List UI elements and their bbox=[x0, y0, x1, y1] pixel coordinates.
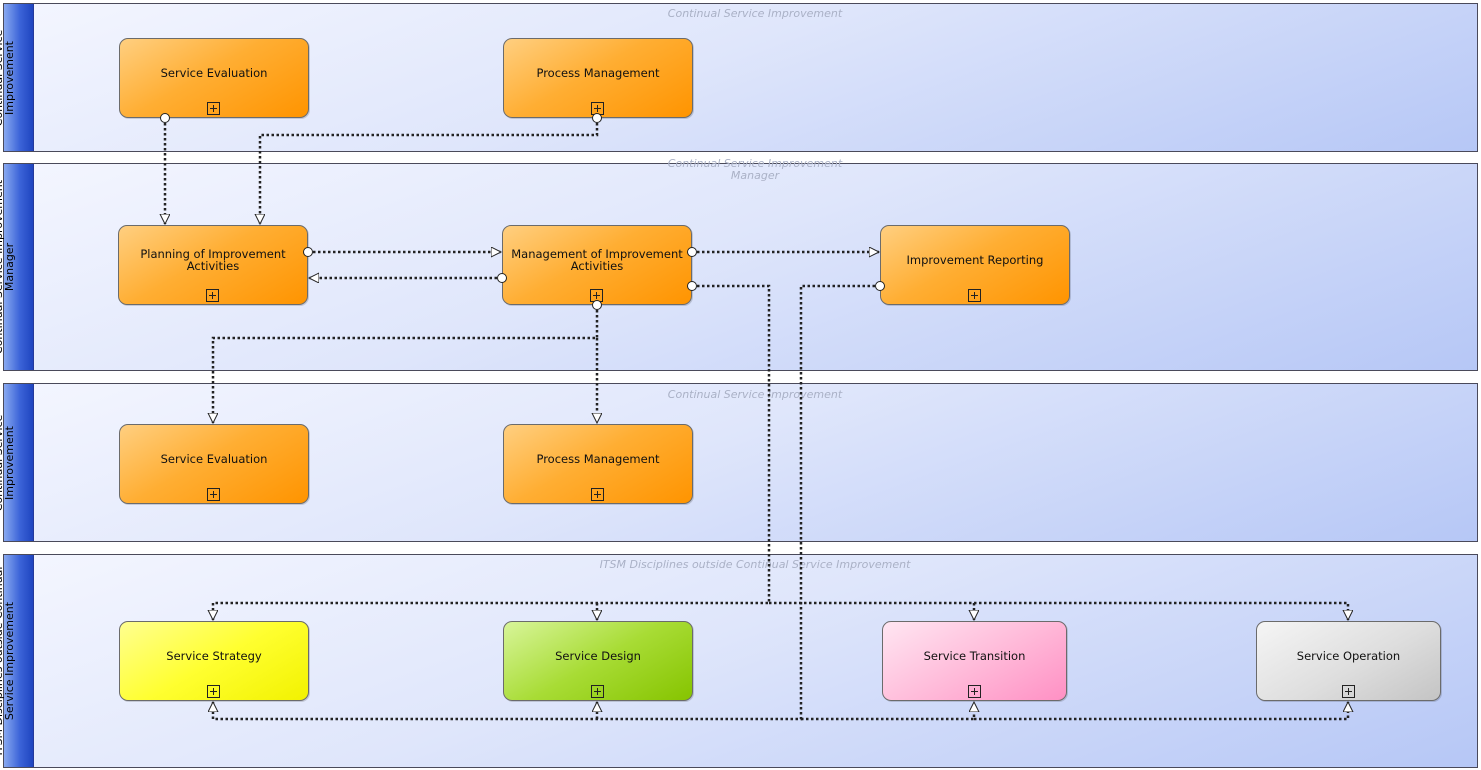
node-label: Improvement Reporting bbox=[906, 253, 1044, 267]
node-label: Service Design bbox=[555, 649, 641, 663]
service-evaluation-node[interactable]: Service Evaluation bbox=[119, 424, 309, 504]
service-transition-node[interactable]: Service Transition bbox=[882, 621, 1067, 701]
service-operation-node[interactable]: Service Operation bbox=[1256, 621, 1441, 701]
expand-icon[interactable] bbox=[591, 102, 604, 115]
lane-header-label: Continual Service Improvement bbox=[0, 414, 16, 511]
process-management-node[interactable]: Process Management bbox=[503, 424, 693, 504]
node-label: Process Management bbox=[536, 452, 660, 466]
expand-icon[interactable] bbox=[207, 488, 220, 501]
expand-icon[interactable] bbox=[207, 685, 220, 698]
planning-of-improvement-activities-node[interactable]: Planning of Improvement Activities bbox=[118, 225, 308, 305]
node-label: Service Strategy bbox=[166, 649, 262, 663]
lane-header: Continual Service Improvement Manager bbox=[0, 164, 34, 370]
lane-header-label: ITSM Disciplines outside Continual Servi… bbox=[0, 566, 16, 756]
expand-icon[interactable] bbox=[968, 289, 981, 302]
management-of-improvement-activities-node[interactable]: Management of Improvement Activities bbox=[502, 225, 692, 305]
expand-icon[interactable] bbox=[207, 102, 220, 115]
lane-header-label: Continual Service Improvement Manager bbox=[0, 179, 16, 355]
expand-icon[interactable] bbox=[206, 289, 219, 302]
service-design-node[interactable]: Service Design bbox=[503, 621, 693, 701]
node-label: Service Evaluation bbox=[160, 66, 268, 80]
lane-header: ITSM Disciplines outside Continual Servi… bbox=[0, 555, 34, 767]
node-label: Management of Improvement Activities bbox=[511, 247, 683, 273]
improvement-reporting-node[interactable]: Improvement Reporting bbox=[880, 225, 1070, 305]
expand-icon[interactable] bbox=[967, 685, 981, 698]
lane-title: Continual Service Improvement bbox=[667, 7, 843, 20]
expand-icon[interactable] bbox=[591, 685, 604, 698]
expand-icon[interactable] bbox=[1341, 685, 1355, 698]
lane-header-label: Continual Service Improvement bbox=[0, 29, 16, 126]
lane-header: Continual Service Improvement bbox=[0, 384, 34, 541]
expand-icon[interactable] bbox=[591, 488, 604, 501]
lane-header: Continual Service Improvement bbox=[0, 4, 34, 151]
node-label: Service Evaluation bbox=[160, 452, 268, 466]
node-label: Service Transition bbox=[923, 649, 1026, 663]
process-management-node[interactable]: Process Management bbox=[503, 38, 693, 118]
service-evaluation-node[interactable]: Service Evaluation bbox=[119, 38, 309, 118]
lane-title: Continual Service Improvement bbox=[667, 388, 843, 401]
lane-title: ITSM Disciplines outside Continual Servi… bbox=[599, 558, 911, 571]
lane-title: Continual Service Improvement Manager bbox=[667, 157, 843, 182]
node-label: Service Operation bbox=[1296, 649, 1401, 663]
expand-icon[interactable] bbox=[590, 289, 603, 302]
node-label: Planning of Improvement Activities bbox=[140, 247, 286, 273]
node-label: Process Management bbox=[536, 66, 660, 80]
service-strategy-node[interactable]: Service Strategy bbox=[119, 621, 309, 701]
